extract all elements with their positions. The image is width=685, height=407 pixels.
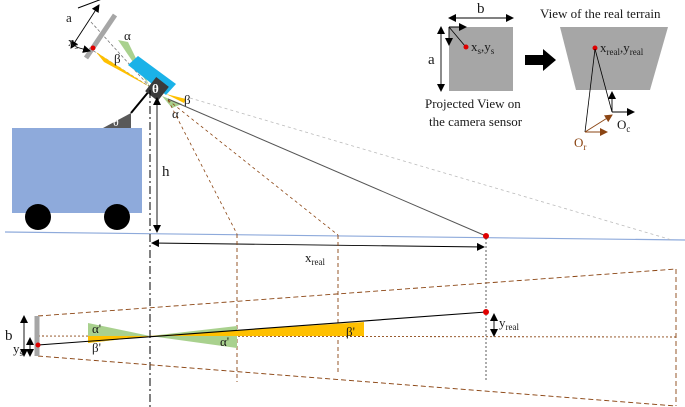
sensor-a-label: a (428, 52, 435, 68)
sensor-view-box (449, 27, 513, 91)
sensor-point (90, 45, 96, 51)
camera-pole (130, 89, 151, 114)
fov-bottom-edge (37, 355, 677, 407)
alpha-bottom-label: α (172, 106, 179, 121)
or-x-axis (584, 114, 613, 133)
vehicle-body (12, 128, 142, 213)
xs-label: xs (68, 34, 79, 51)
h-label: h (162, 164, 170, 180)
sensor-view-point (463, 44, 469, 50)
terrain-vector-or (584, 48, 596, 133)
fov-top-edge (37, 268, 677, 317)
real-terrain-title: View of the real terrain (540, 6, 661, 21)
ground-line (4, 231, 685, 241)
beta-wedge-front (166, 94, 186, 103)
sensor-point-top (35, 342, 41, 348)
camera-mount (103, 113, 131, 128)
a-dimension (77, 0, 101, 9)
x-real-dimension (151, 239, 485, 251)
ray-top-view (37, 311, 487, 346)
sensor-point-label: xs,ys (471, 39, 495, 56)
beta-prime-label-left: β' (92, 340, 101, 355)
beta-bottom-label: β (184, 92, 191, 107)
vehicle-wheel-right (104, 204, 130, 230)
xs-arrow (75, 45, 91, 53)
alpha-prime-label-left: α' (92, 321, 101, 336)
x-real-label: xreal (305, 250, 325, 267)
beta-prime-label-right: β' (346, 324, 355, 339)
projected-caption-line2: the camera sensor (429, 114, 523, 129)
alpha-top-label: α (124, 28, 131, 43)
terrain-point-label: xreal,yreal (600, 40, 644, 57)
target-point-ground (483, 233, 489, 239)
beta-top-label: β (114, 51, 121, 66)
a-dim-arrow (70, 4, 100, 49)
ray-dashed-1 (167, 99, 238, 235)
terrain-trapezoid (560, 27, 668, 90)
ray-dashed-2 (167, 99, 339, 236)
alpha-wedge-front (162, 96, 182, 108)
sensor-b-label: b (477, 1, 485, 17)
or-label: Or (574, 135, 586, 152)
terrain-point (592, 45, 598, 51)
ys-label: ys (13, 341, 24, 358)
transform-arrow (525, 49, 556, 71)
target-point-top (483, 309, 489, 315)
terrain-vector-oc (594, 48, 613, 113)
camera-lens (145, 76, 169, 102)
projected-caption-line1: Projected View on (425, 96, 521, 111)
b-label-top: b (5, 328, 13, 344)
camera-theta-label: θ (152, 81, 159, 96)
y-real-label: yreal (499, 315, 519, 332)
sensor-point-vector (448, 26, 466, 47)
alpha-prime-label-right: α' (220, 334, 229, 349)
vehicle-wheel-left (25, 204, 51, 230)
beta-wedge-back (96, 52, 150, 87)
a-label: a (66, 10, 72, 25)
mount-theta-label: θ (113, 115, 119, 129)
oc-label: Oc (617, 117, 630, 134)
ray-to-target (167, 98, 487, 237)
camera-sensor (83, 13, 118, 60)
